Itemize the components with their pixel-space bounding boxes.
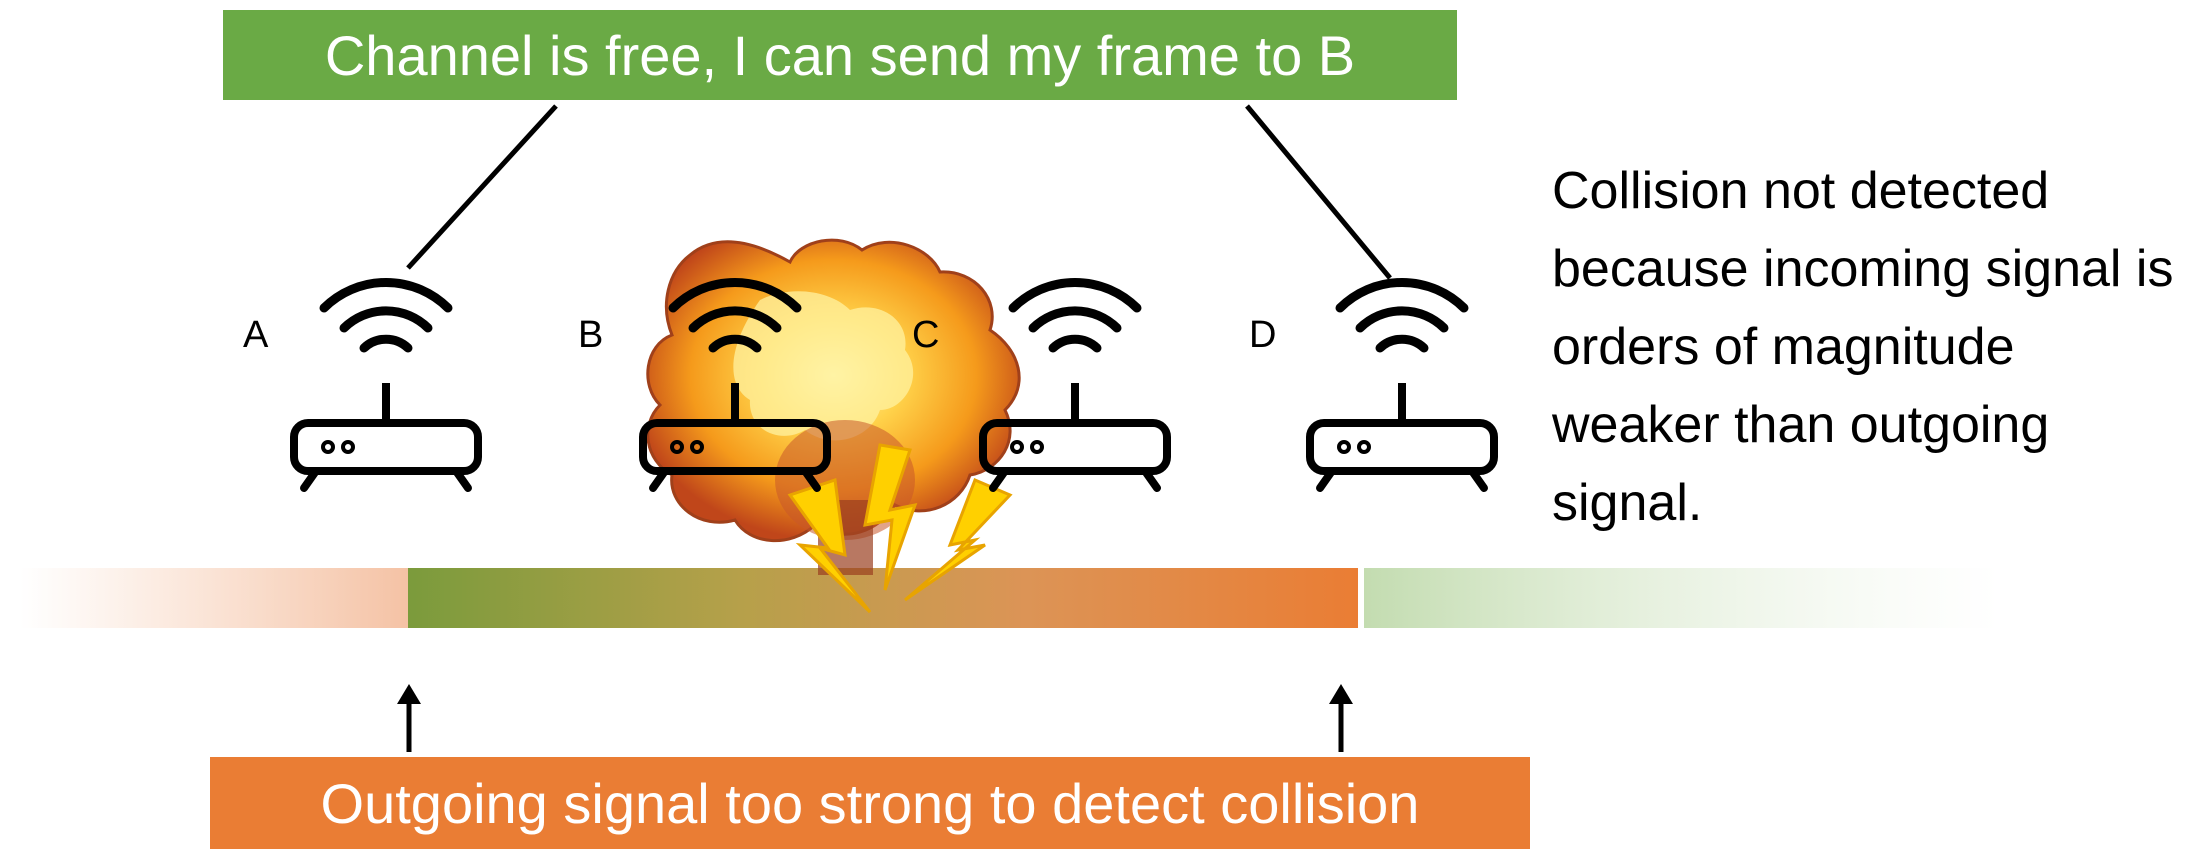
top-banner-text: Channel is free, I can send my frame to … <box>324 23 1356 87</box>
signal-bar-main <box>408 568 1358 628</box>
lightning-icon <box>787 443 1013 614</box>
collision-note: Collision not detected because incoming … <box>1552 162 2174 532</box>
connector-line-left <box>406 104 558 270</box>
node-label-c: C <box>912 314 940 356</box>
router-a-icon <box>294 282 478 488</box>
node-label-b: B <box>578 314 604 356</box>
signal-fade-right <box>1364 568 2000 628</box>
arrow-up-icon <box>397 684 421 752</box>
connector-line-right <box>1245 104 1392 280</box>
router-d-icon <box>1310 282 1494 488</box>
bottom-banner: Outgoing signal too strong to detect col… <box>210 757 1530 849</box>
top-banner: Channel is free, I can send my frame to … <box>223 10 1457 100</box>
node-label-a: A <box>243 314 269 356</box>
node-label-d: D <box>1249 314 1277 356</box>
arrow-up-icon <box>1329 684 1353 752</box>
bottom-banner-text: Outgoing signal too strong to detect col… <box>320 771 1420 835</box>
signal-fade-left <box>20 568 408 628</box>
